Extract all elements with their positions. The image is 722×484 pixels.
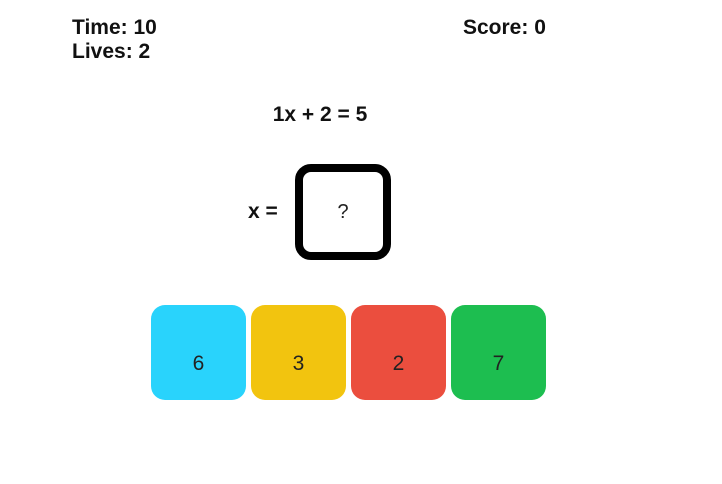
lives-readout: Lives: 2 — [72, 40, 151, 63]
answer-tile-3[interactable]: 2 — [351, 305, 446, 400]
time-readout: Time: 10 — [72, 16, 157, 39]
variable-label: x = — [248, 200, 278, 223]
answer-tile-value: 3 — [292, 351, 305, 375]
answer-placeholder: ? — [337, 201, 349, 223]
answer-tile-value: 6 — [192, 351, 205, 375]
answer-tile-2[interactable]: 3 — [251, 305, 346, 400]
answer-tile-1[interactable]: 6 — [151, 305, 246, 400]
score-readout: Score: 0 — [463, 16, 546, 39]
answer-tile-value: 2 — [392, 351, 405, 375]
answer-tile-value: 7 — [492, 351, 505, 375]
answer-drop-box[interactable]: ? — [295, 164, 391, 260]
equation-text: 1x + 2 = 5 — [272, 103, 368, 126]
answer-tile-4[interactable]: 7 — [451, 305, 546, 400]
